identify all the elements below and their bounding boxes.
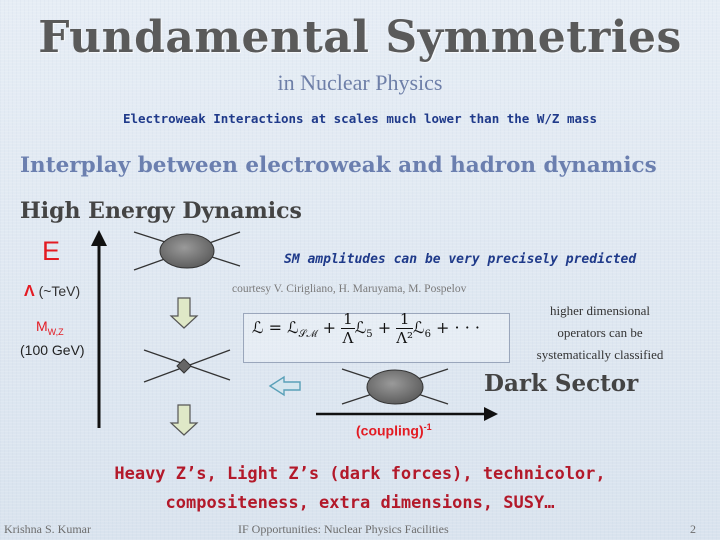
slide-subtitle: in Nuclear Physics — [277, 70, 443, 95]
physics-list: Heavy Z’s, Light Z’s (dark forces), tech… — [114, 464, 606, 513]
footer-center: IF Opportunities: Nuclear Physics Facili… — [238, 522, 449, 536]
lambda-scale: (~TeV) — [38, 283, 81, 299]
electroweak-line: Electroweak Interactions at scales much … — [122, 111, 598, 126]
mwz-label: MW,Z — [36, 318, 64, 337]
energy-axis-label: E — [42, 236, 61, 266]
left-arrow-icon — [268, 375, 301, 397]
energy-axis-arrow — [91, 230, 107, 428]
courtesy-note: courtesy V. Cirigliano, H. Maruyama, M. … — [232, 283, 467, 295]
slide-title: Fundamental Symmetries — [38, 12, 682, 63]
dark-sector-heading: Dark Sector — [484, 370, 639, 397]
footer-author: Krishna S. Kumar — [4, 522, 91, 536]
lambda-symbol: Λ — [24, 283, 35, 300]
fraction-one-over-lambda: 1 Λ — [341, 310, 355, 347]
higher-dimensional-note: higher dimensional operators can be syst… — [536, 303, 664, 362]
lambda-label: Λ (~TeV) — [24, 283, 80, 301]
equation-box — [243, 313, 510, 363]
high-energy-heading: High Energy Dynamics — [20, 198, 302, 224]
fraction-one-over-lambda-squared: 1 Λ² — [396, 310, 414, 347]
coupling-axis-arrow — [316, 407, 498, 421]
high-energy-blob-diagram — [133, 231, 241, 271]
sm-amplitudes-note: SM amplitudes can be very precisely pred… — [284, 252, 637, 267]
down-arrow-icon — [169, 404, 199, 436]
effective-vertex-diagram — [143, 349, 231, 383]
dark-sector-blob-diagram — [341, 368, 449, 405]
lagrangian-equation: ℒ = ℒ𝒮ℳ + 1 Λ ℒ5 + 1 Λ² ℒ6 + · · · — [252, 310, 480, 347]
coupling-label: (coupling)-1 — [356, 422, 432, 439]
down-arrow-icon — [169, 297, 199, 329]
page-number: 2 — [690, 522, 696, 536]
mwz-value: (100 GeV) — [20, 342, 85, 358]
interplay-heading: Interplay between electroweak and hadron… — [20, 153, 657, 178]
